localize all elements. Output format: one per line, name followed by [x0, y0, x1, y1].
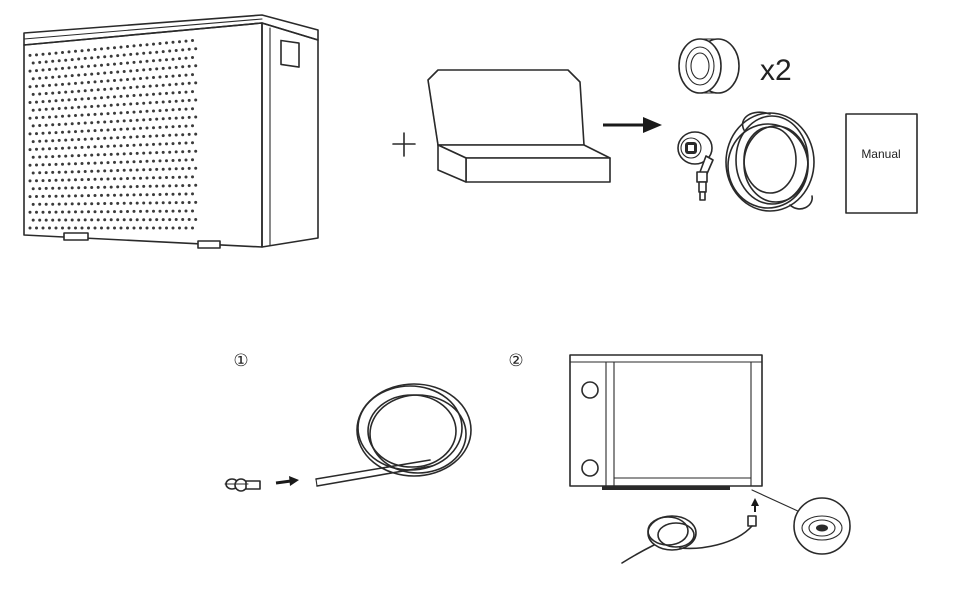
- step-2-drain-hole-detail-icon: [794, 498, 850, 554]
- drain-connector-icon: [678, 132, 713, 200]
- manual-label: Manual: [861, 147, 900, 161]
- step-2-arrow-up-icon: [751, 498, 759, 512]
- rubber-ring-icon: [679, 39, 739, 93]
- drain-hose-icon: [726, 112, 814, 211]
- step-1-connector-icon: [225, 479, 260, 491]
- plus-icon: [393, 133, 415, 156]
- quantity-label: x2: [760, 54, 792, 87]
- arrow-right-icon: [603, 117, 662, 133]
- step-1-arrow-icon: [276, 476, 299, 486]
- heat-pump-unit-icon: [24, 15, 318, 248]
- step-2-unit-bottom-icon: [570, 355, 800, 512]
- step-1-hose-icon: [316, 384, 471, 486]
- step-2-label: ②: [508, 351, 523, 370]
- foam-package-icon: [428, 70, 610, 182]
- step-2-hose-icon: [622, 516, 756, 563]
- step-1-label: ①: [233, 351, 248, 370]
- grille-pattern: [29, 39, 198, 230]
- manual-booklet-icon: [846, 114, 917, 213]
